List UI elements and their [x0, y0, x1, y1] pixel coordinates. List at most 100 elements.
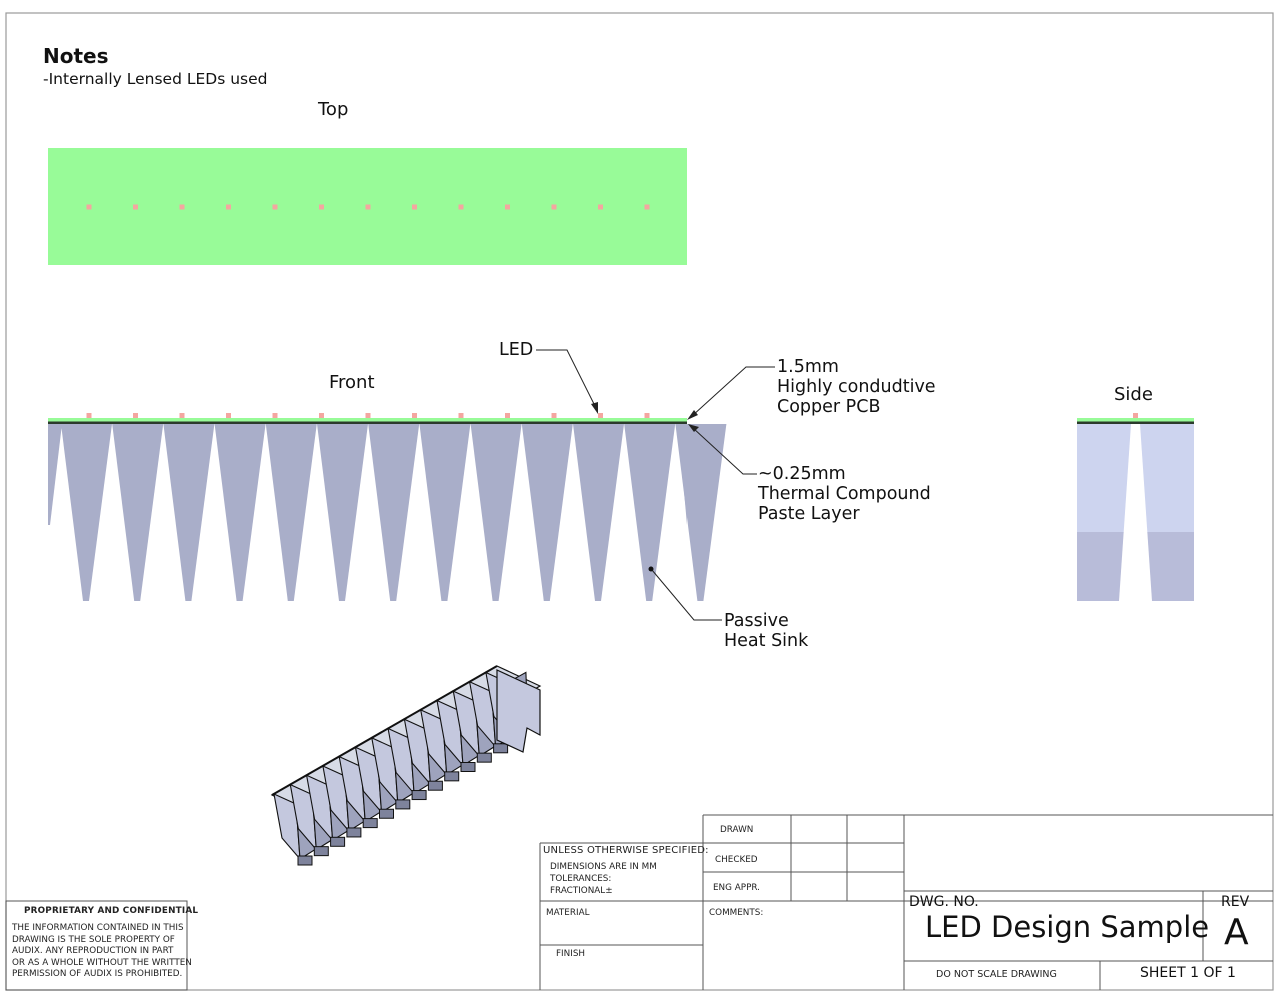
led-marker [598, 204, 603, 210]
iso-fin-foot [362, 818, 378, 829]
led-marker [505, 204, 510, 210]
led-arrowhead [591, 402, 598, 414]
iso-fin-foot [346, 827, 362, 838]
heat-sink-fin [61, 424, 112, 601]
heatsink-callout-2: Heat Sink [724, 631, 809, 651]
led-marker [179, 413, 185, 418]
top-view-leds [86, 204, 650, 210]
sheet-border [5, 12, 1274, 991]
led-marker [86, 413, 92, 418]
heatsink-callout-1: Passive [724, 611, 789, 631]
do-not-scale-label: DO NOT SCALE DRAWING [936, 969, 1057, 980]
revision-value: A [1224, 912, 1249, 953]
iso-fin-foot [411, 790, 427, 801]
led-marker [365, 204, 371, 210]
iso-fin-foot [379, 808, 394, 819]
heat-sink-fin [214, 424, 266, 601]
led-leader [536, 349, 597, 409]
tolerances-label: TOLERANCES: [550, 874, 612, 884]
side-view-pcb [1077, 418, 1194, 422]
comments-label: COMMENTS: [709, 908, 764, 918]
pcb-callout-1: 1.5mm [777, 357, 839, 377]
iso-fin-foot [427, 780, 443, 791]
led-marker [644, 204, 650, 210]
thermal-callout-1: ~0.25mm [758, 464, 846, 484]
pcb-callout-3: Copper PCB [777, 397, 881, 417]
unless-specified-label: UNLESS OTHERWISE SPECIFIED: [543, 845, 709, 856]
front-view-pcb [48, 418, 687, 422]
iso-fin-foot [313, 846, 329, 857]
led-marker [226, 413, 231, 418]
thermal-callout-2: Thermal Compound [758, 484, 931, 504]
iso-fins [273, 671, 529, 866]
heatsink-dot [648, 566, 654, 572]
pcb-arrowhead [687, 410, 698, 420]
notes-title: Notes [43, 44, 109, 68]
proprietary-line: OR AS A WHOLE WITHOUT THE WRITTEN [12, 957, 192, 968]
iso-fin-foot [476, 752, 492, 763]
proprietary-line: DRAWING IS THE SOLE PROPERTY OF [12, 934, 175, 945]
led-marker [365, 413, 371, 418]
led-marker [272, 204, 278, 210]
iso-fin-foot [330, 836, 346, 847]
pcb-leader [691, 366, 775, 417]
front-view-paste-layer [48, 421, 687, 424]
led-marker [644, 413, 650, 418]
side-view-gap [1119, 424, 1152, 601]
iso-fin-foot [493, 743, 509, 754]
proprietary-heading: PROPRIETARY AND CONFIDENTIAL [24, 906, 199, 916]
iso-top-edge [271, 665, 498, 796]
led-marker [179, 204, 185, 210]
front-view [48, 413, 727, 601]
side-view-label: Side [1114, 384, 1153, 405]
notes-line: -Internally Lensed LEDs used [43, 70, 268, 88]
heat-sink-fin [163, 424, 215, 601]
led-marker [412, 204, 417, 210]
front-view-label: Front [329, 372, 375, 393]
heat-sink-fin [112, 424, 164, 601]
heat-sink-fins [48, 424, 727, 601]
led-marker [86, 204, 92, 210]
fractional-label: FRACTIONAL± [550, 886, 613, 896]
side-view-led [1133, 413, 1138, 418]
led-marker [319, 413, 324, 418]
led-marker [551, 413, 557, 418]
drawn-label: DRAWN [720, 825, 754, 835]
eng-appr-label: ENG APPR. [713, 883, 760, 893]
led-marker [551, 204, 557, 210]
led-marker [133, 413, 138, 418]
top-view-label: Top [318, 99, 349, 120]
top-view [48, 148, 687, 265]
led-marker [505, 413, 510, 418]
dwg-no-label: DWG. NO. [909, 894, 979, 910]
iso-end-fin [496, 669, 541, 753]
heat-sink-fin [265, 424, 317, 601]
heat-sink-fin [521, 424, 573, 601]
led-marker [458, 204, 464, 210]
led-marker [458, 413, 464, 418]
led-marker [133, 204, 138, 210]
iso-fin-foot [395, 799, 411, 810]
heat-sink-fin [368, 424, 420, 601]
led-marker [319, 204, 324, 210]
material-label: MATERIAL [546, 908, 590, 918]
front-view-leds [86, 413, 650, 418]
title-block-lines [5, 814, 1273, 991]
iso-fin-foot [444, 771, 460, 782]
thermal-leader [692, 427, 757, 475]
isometric-view [270, 665, 542, 866]
side-view-paste-layer [1077, 421, 1194, 424]
leaders [536, 349, 775, 621]
led-callout: LED [499, 340, 534, 360]
sheet-number: SHEET 1 OF 1 [1140, 965, 1236, 981]
proprietary-box [5, 900, 188, 991]
drawing-name: LED Design Sample [925, 910, 1210, 944]
heat-sink-fin [675, 424, 727, 601]
proprietary-line: THE INFORMATION CONTAINED IN THIS [12, 923, 184, 933]
heat-sink-fin [470, 424, 522, 601]
iso-fin-foot [460, 762, 476, 772]
thermal-arrowhead [688, 424, 699, 432]
finish-label: FINISH [556, 949, 586, 959]
heat-sink-fin-edge [48, 424, 62, 525]
